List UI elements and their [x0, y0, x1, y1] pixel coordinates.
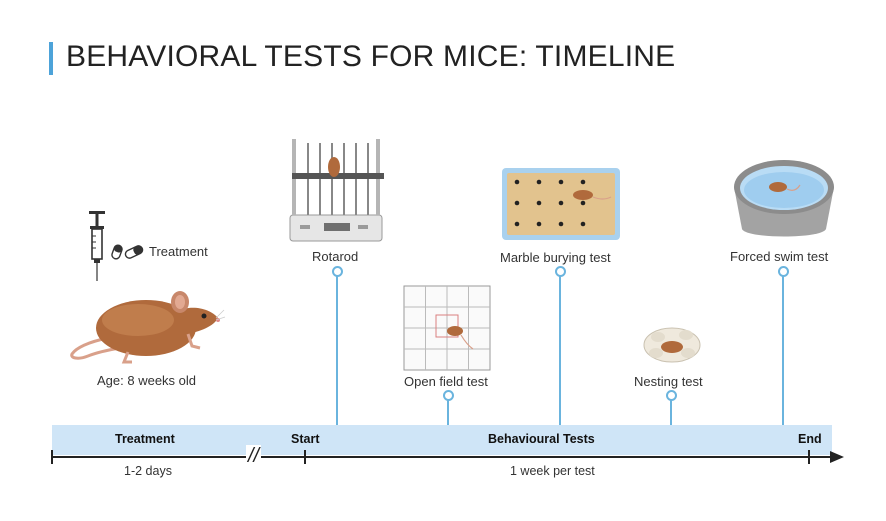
mouse-icon	[70, 291, 226, 364]
timeline-band	[52, 425, 832, 455]
open-field-icon	[403, 285, 491, 371]
rotarod-node	[332, 266, 343, 277]
rotarod-icon	[289, 139, 384, 242]
page-title: BEHAVIORAL TESTS FOR MICE: TIMELINE	[66, 40, 676, 73]
forced-swim-label: Forced swim test	[730, 249, 829, 264]
open-field-label: Open field test	[404, 374, 488, 389]
forced-swim-node	[778, 266, 789, 277]
phase-start-label: Start	[291, 432, 320, 446]
duration-treatment-label: 1-2 days	[124, 464, 172, 478]
phase-treatment-label: Treatment	[115, 432, 175, 446]
open-field-node	[443, 390, 454, 401]
marble-burying-connector	[559, 274, 561, 426]
nesting-label: Nesting test	[634, 374, 703, 389]
title-accent-bar	[49, 42, 53, 75]
nesting-node	[666, 390, 677, 401]
nest-icon	[643, 327, 701, 363]
phase-behavioural-label: Behavioural Tests	[488, 432, 595, 446]
marble-burying-label: Marble burying test	[500, 250, 611, 265]
age-label: Age: 8 weeks old	[97, 373, 197, 388]
nesting-connector	[670, 397, 672, 426]
phase-end-label: End	[798, 432, 822, 446]
syringe-icon	[89, 211, 105, 281]
rotarod-connector	[336, 274, 338, 426]
swim-tank-icon	[734, 160, 834, 237]
marble-burying-icon	[502, 168, 620, 240]
treatment-label: Treatment	[149, 244, 208, 259]
duration-tests-label: 1 week per test	[510, 464, 595, 478]
forced-swim-connector	[782, 274, 784, 426]
open-field-connector	[447, 397, 449, 426]
pills-icon	[111, 244, 144, 260]
marble-burying-node	[555, 266, 566, 277]
rotarod-label: Rotarod	[312, 249, 359, 264]
timeline-break: //	[246, 445, 262, 467]
